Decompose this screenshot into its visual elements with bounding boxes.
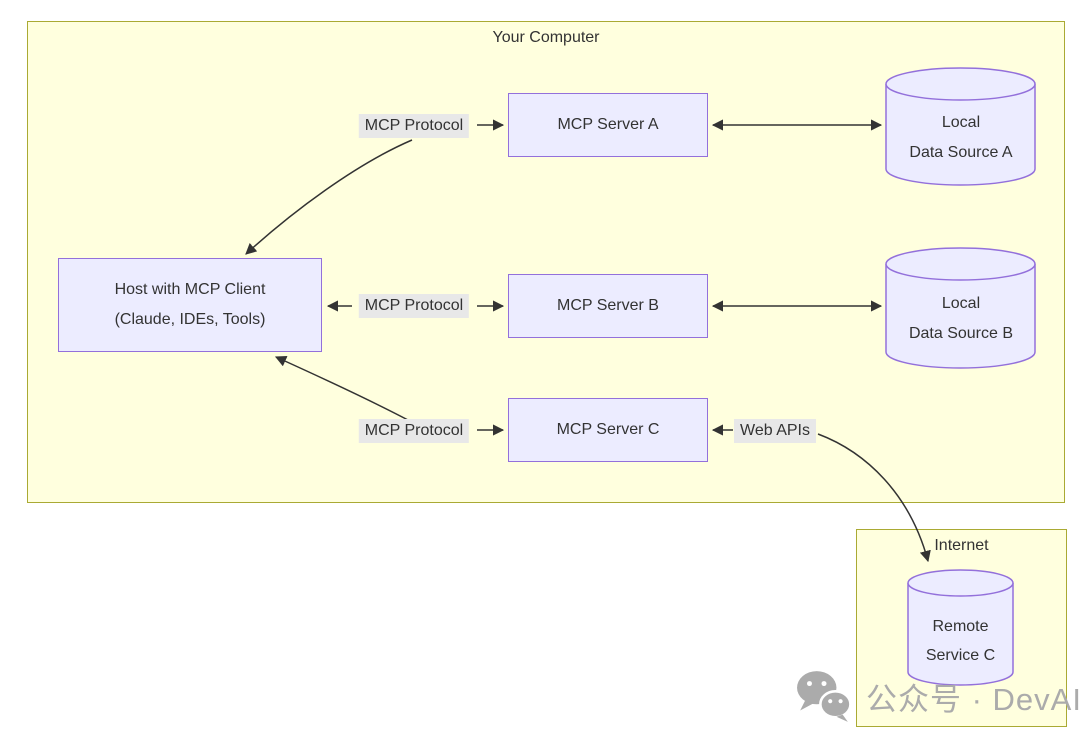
edge-label-mcp-protocol-c: MCP Protocol bbox=[358, 419, 470, 443]
source-a-line1: Local bbox=[941, 114, 981, 131]
node-mcp-server-c: MCP Server C bbox=[508, 398, 708, 462]
edge-label-mcp-protocol-a: MCP Protocol bbox=[358, 114, 470, 138]
internet-label: Internet bbox=[934, 537, 989, 554]
node-remote-service-c: Remote Service C bbox=[908, 612, 1013, 670]
edge-label-mcp-protocol-b: MCP Protocol bbox=[358, 294, 470, 318]
node-mcp-server-b: MCP Server B bbox=[508, 274, 708, 338]
node-local-data-source-b: Local Data Source B bbox=[886, 289, 1036, 349]
edge-host-server-c bbox=[274, 356, 409, 421]
edge-webapis-to-remote-c bbox=[817, 433, 931, 563]
remote-c-line1: Remote bbox=[932, 618, 989, 635]
cylinder-local-data-source-a bbox=[885, 67, 1036, 186]
node-local-data-source-a: Local Data Source A bbox=[886, 108, 1036, 168]
host-label-line1: Host with MCP Client bbox=[114, 281, 266, 298]
node-host-with-mcp-client: Host with MCP Client (Claude, IDEs, Tool… bbox=[58, 258, 322, 352]
mcp-server-b-label: MCP Server B bbox=[557, 297, 659, 314]
internet-container: Internet bbox=[856, 529, 1067, 727]
mcp-server-c-label: MCP Server C bbox=[556, 421, 660, 438]
your-computer-label: Your Computer bbox=[492, 29, 600, 46]
node-mcp-server-a: MCP Server A bbox=[508, 93, 708, 157]
cylinder-local-data-source-b bbox=[885, 247, 1036, 369]
host-label-line2: (Claude, IDEs, Tools) bbox=[114, 311, 266, 328]
watermark-text: 公众号 · DevAI bbox=[866, 681, 1080, 717]
watermark: 公众号 · DevAI bbox=[796, 670, 1080, 722]
remote-c-line2: Service C bbox=[925, 647, 996, 664]
mcp-server-a-label: MCP Server A bbox=[557, 116, 659, 133]
source-b-line1: Local bbox=[941, 295, 981, 312]
edge-label-web-apis: Web APIs bbox=[734, 419, 816, 443]
source-b-line2: Data Source B bbox=[908, 325, 1014, 342]
wechat-icon bbox=[797, 671, 852, 722]
cylinder-remote-service-c bbox=[907, 569, 1014, 686]
edge-host-server-a bbox=[245, 139, 413, 255]
source-a-line2: Data Source A bbox=[909, 144, 1013, 161]
